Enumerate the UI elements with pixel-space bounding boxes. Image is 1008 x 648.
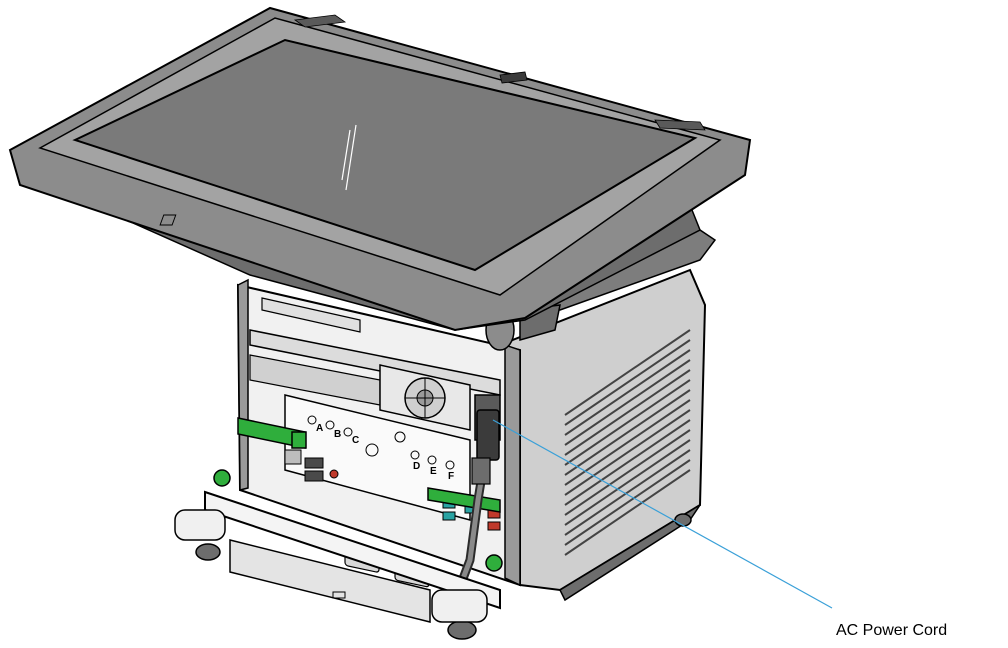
cooling-fan	[379, 364, 471, 431]
callout-label-ac-power-cord: AC Power Cord	[836, 622, 948, 639]
port-letter-d: D	[413, 461, 420, 472]
port-letter-b: B	[334, 429, 341, 440]
feet	[174, 509, 692, 640]
green-latches	[213, 417, 503, 572]
front-tray	[204, 490, 501, 623]
port-letter-e: E	[430, 466, 437, 477]
port-letters: A B C D E F	[316, 423, 454, 482]
touchscreen-display	[8, 6, 752, 332]
vent-slots	[564, 329, 691, 556]
port-letter-c: C	[352, 435, 359, 446]
screen-glare	[341, 124, 357, 191]
ethernet-ports	[284, 449, 339, 482]
usb-port-icons	[307, 415, 455, 470]
rear-housing	[497, 268, 707, 602]
port-letter-f: F	[448, 471, 454, 482]
speaker-grills	[293, 14, 706, 131]
port-letter-a: A	[316, 423, 323, 434]
callout-leader-line	[492, 419, 833, 609]
